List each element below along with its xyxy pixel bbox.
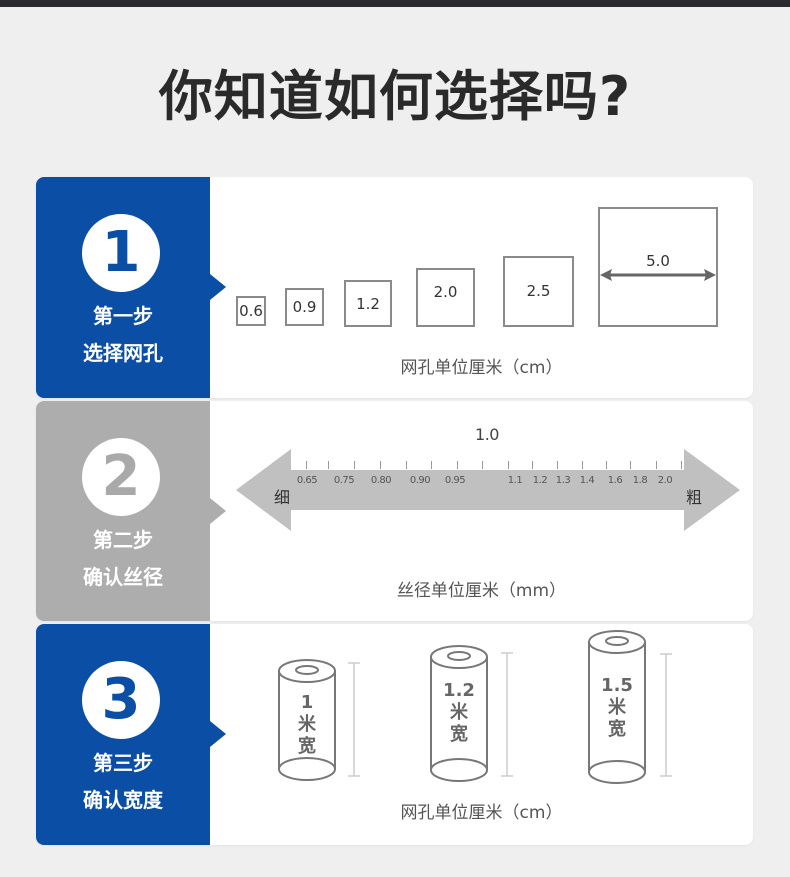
roll-icon — [430, 645, 513, 782]
tick-label: 1.2 — [532, 475, 548, 486]
double-arrow-icon — [600, 269, 716, 281]
mesh-square: 2.0 — [416, 268, 475, 327]
mesh-square-large: 5.0 — [598, 207, 718, 327]
tick-label: 1.1 — [507, 475, 523, 486]
pointer-arrow-icon — [210, 721, 226, 747]
unit-caption: 丝径单位厘米（mm） — [396, 581, 567, 601]
tick — [532, 461, 533, 469]
tick — [656, 461, 657, 469]
step-number-badge: 2 — [82, 438, 160, 516]
thick-label: 粗 — [686, 488, 703, 507]
top-bar — [0, 0, 790, 7]
step-label: 第三步 — [93, 751, 153, 775]
tick-label: 1.3 — [555, 475, 571, 486]
tick — [354, 461, 355, 469]
step-number-badge: 1 — [82, 214, 160, 292]
tick — [582, 461, 583, 469]
step-card-wire: 2 第二步 确认丝径 细 粗 0.65 0.75 0.80 0.90 0.95 … — [36, 401, 753, 621]
mesh-size-label: 5.0 — [646, 252, 670, 270]
tick — [557, 461, 558, 469]
mesh-square: 2.5 — [503, 256, 574, 327]
mesh-square: 0.9 — [285, 288, 324, 326]
tick — [328, 461, 329, 469]
step-label: 第二步 — [93, 528, 153, 552]
mesh-size-diagram: 0.6 0.9 1.2 2.0 2.5 5.0 网孔单位厘米（cm） — [210, 177, 753, 398]
roll-icon — [588, 630, 672, 784]
roll-width-diagram: 1 米 宽 1.2 米 宽 — [210, 624, 753, 845]
tick — [606, 461, 607, 469]
step-card-width: 3 第三步 确认宽度 1 米 宽 — [36, 624, 753, 845]
tick-label: 1.4 — [579, 475, 595, 486]
step-label: 第一步 — [93, 304, 153, 328]
roll-label: 1.2 米 宽 — [443, 680, 475, 745]
tick-label: 2.0 — [657, 475, 673, 486]
mesh-square: 0.6 — [236, 296, 266, 326]
tick — [482, 461, 483, 469]
unit-caption: 网孔单位厘米（cm） — [400, 358, 563, 378]
pointer-arrow-icon — [210, 274, 226, 300]
step-title: 确认宽度 — [83, 788, 163, 812]
roll-icon — [278, 659, 360, 781]
tick — [406, 461, 407, 469]
pointer-arrow-icon — [210, 498, 226, 524]
tick-label: 0.90 — [409, 475, 431, 486]
tick-label: 0.75 — [333, 475, 355, 486]
tick-label: 0.65 — [296, 475, 318, 486]
roll-label: 1 米 宽 — [298, 692, 316, 757]
wire-diameter-ruler: 细 粗 0.65 0.75 0.80 0.90 0.95 1.0 1.1 1.2… — [210, 401, 753, 621]
tick — [630, 461, 631, 469]
step-card-mesh: 1 第一步 选择网孔 0.6 0.9 1.2 2.0 2.5 5.0 网孔单位厘… — [36, 177, 753, 398]
tick — [508, 461, 509, 469]
page-title: 你知道如何选择吗? — [158, 65, 632, 128]
tick-label: 1.6 — [607, 475, 623, 486]
thin-label: 细 — [274, 488, 291, 507]
unit-caption: 网孔单位厘米（cm） — [400, 803, 563, 823]
tick — [457, 461, 458, 469]
tick-label-major: 1.0 — [475, 425, 499, 444]
tick-label: 0.80 — [370, 475, 392, 486]
step-panel-3: 3 第三步 确认宽度 — [36, 624, 226, 845]
mesh-square: 1.2 — [344, 280, 392, 327]
tick — [681, 461, 682, 469]
step-title: 确认丝径 — [83, 565, 163, 589]
tick — [306, 461, 307, 469]
step-title: 选择网孔 — [83, 341, 163, 365]
roll-label: 1.5 米 宽 — [601, 675, 633, 740]
double-arrow-ruler-icon — [236, 449, 740, 531]
step-panel-1: 1 第一步 选择网孔 — [36, 177, 226, 398]
tick-label: 1.8 — [632, 475, 648, 486]
step-panel-2: 2 第二步 确认丝径 — [36, 401, 226, 621]
tick — [431, 461, 432, 469]
tick — [380, 461, 381, 469]
step-number-badge: 3 — [82, 661, 160, 739]
tick-label: 0.95 — [444, 475, 466, 486]
